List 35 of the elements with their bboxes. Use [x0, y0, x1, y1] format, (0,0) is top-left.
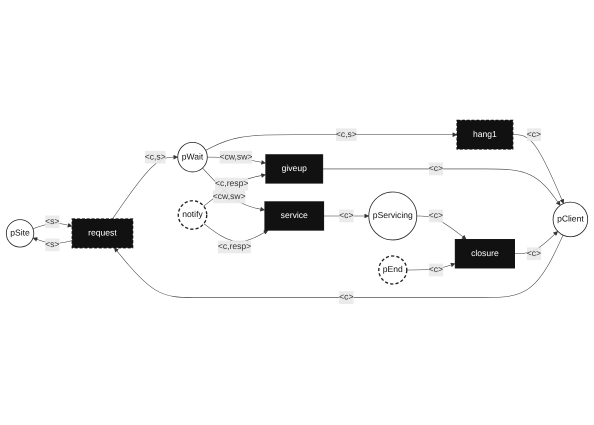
- edge-label: <cw,sw>: [212, 192, 246, 202]
- edge-label: <c>: [428, 164, 444, 174]
- edge-label: <s>: [45, 240, 60, 250]
- node-circle: [178, 200, 208, 230]
- edge-label: <cw,sw>: [220, 152, 252, 162]
- node-box: [265, 154, 324, 184]
- node-box: [72, 218, 134, 249]
- node-circle: [6, 220, 34, 248]
- arrow: [32, 223, 72, 230]
- edge-label: <c,resp>: [215, 180, 248, 189]
- arrow: [114, 235, 564, 298]
- node-box: [456, 120, 514, 150]
- edge-label: <c,resp>: [218, 242, 252, 252]
- edge-label: <c>: [526, 249, 542, 258]
- edge-label: <c>: [339, 212, 354, 221]
- arrow: [512, 134, 564, 204]
- edge-label: <s>: [45, 217, 60, 226]
- edge-label: <c,s>: [336, 130, 357, 140]
- edge-label: <c>: [428, 266, 444, 275]
- edge-label: <c>: [526, 130, 542, 140]
- arrow: [416, 216, 466, 240]
- edge-label: <c,s>: [144, 152, 166, 162]
- edge-label: <c>: [339, 293, 354, 302]
- arrow: [514, 231, 558, 254]
- node-box: [454, 239, 515, 269]
- node-circle: [177, 142, 208, 173]
- arrow: [205, 132, 458, 151]
- node-circle: [552, 202, 588, 238]
- edge-label: <c>: [428, 212, 444, 221]
- petri-net-drawing: <c,s> <c> <c,s> <cw,sw> <c> <c,resp> <cw,sw> <s> <c> <c> <s> <c,resp> <c> <c> <c> hang1 pWait giveup notify service pServicing pClient pSite request closure pEnd: [2, 116, 592, 309]
- node-circle: [368, 192, 418, 241]
- node-circle: [378, 256, 408, 286]
- arrow: [322, 169, 560, 206]
- arrow: [112, 155, 178, 220]
- node-box: [264, 202, 324, 232]
